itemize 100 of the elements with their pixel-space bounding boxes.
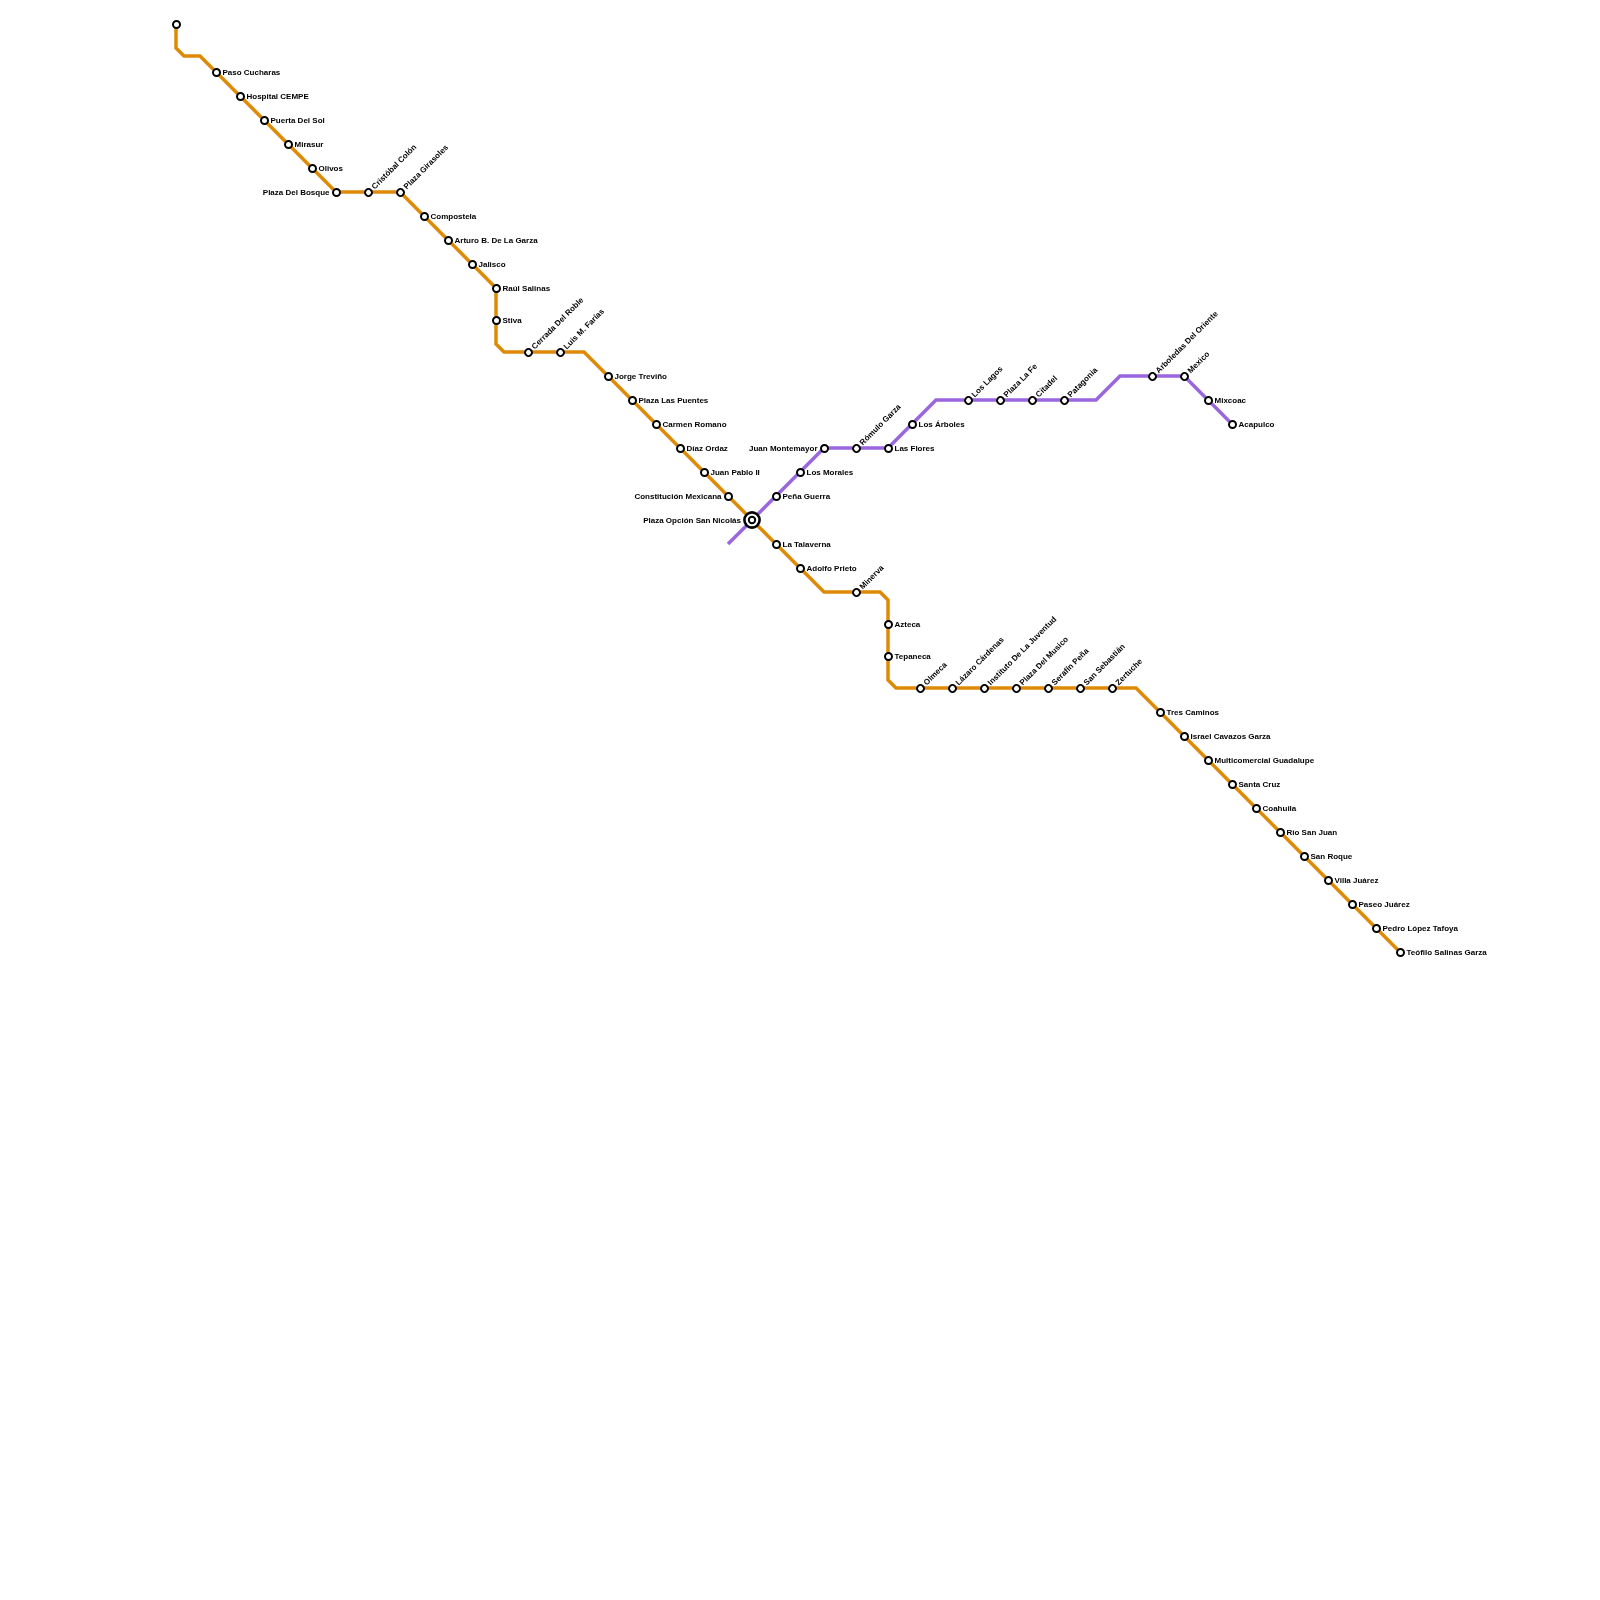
station-name: Río San Juan <box>1286 827 1338 837</box>
station-name: Carmen Romano <box>662 419 727 429</box>
track-line <box>827 446 853 450</box>
track-line <box>1305 857 1327 879</box>
station-name: La Talaverna <box>782 539 831 549</box>
station-name: Plaza Del Bosque <box>262 187 330 197</box>
station-name: Compostela <box>430 211 477 221</box>
track-line <box>1051 686 1077 690</box>
track-line <box>425 217 447 239</box>
track-line <box>371 190 397 194</box>
track-line <box>1019 686 1045 690</box>
track-line <box>1233 785 1255 807</box>
track-line <box>633 401 655 423</box>
track-line <box>1353 905 1375 927</box>
station-name: Plaza Opción San Nicolás <box>643 515 741 525</box>
station-name: Azteca <box>894 619 921 629</box>
track-line <box>681 449 703 471</box>
station-name: Mirasur <box>294 139 324 149</box>
track-line <box>1155 374 1181 378</box>
track-line <box>531 350 557 354</box>
track-line <box>609 377 631 399</box>
station-name: Los Árboles <box>918 419 965 429</box>
station-name: Juan Montemayor <box>749 443 818 453</box>
station-name: Jalisco <box>478 259 506 269</box>
track-line <box>657 425 679 447</box>
track-line <box>923 686 949 690</box>
track-line <box>889 425 911 447</box>
station-name: Santa Cruz <box>1238 779 1281 789</box>
track-line <box>313 169 335 191</box>
station-name: Arturo B. De La Garza <box>454 235 538 245</box>
station-name: Adolfo Prieto <box>806 563 857 573</box>
station-name: Teófilo Salinas Garza <box>1406 947 1487 957</box>
track-line <box>1185 377 1207 399</box>
track-line <box>1067 374 1149 402</box>
track-line <box>265 121 287 143</box>
track-line <box>1377 929 1399 951</box>
station-name: Acapulco <box>1238 419 1275 429</box>
track-line <box>401 193 423 215</box>
track-line <box>777 545 799 567</box>
station-name: Jorge Treviño <box>614 371 667 381</box>
track-line <box>756 524 775 543</box>
track-line <box>971 398 997 402</box>
track-line <box>1257 809 1279 831</box>
track-line <box>1329 881 1351 903</box>
track-line <box>756 497 775 516</box>
station-name: Los Morales <box>806 467 854 477</box>
track-line <box>1185 737 1207 759</box>
track-line <box>886 627 890 653</box>
station-name: Stiva <box>502 315 522 325</box>
station-name: Multicomercial Guadalupe <box>1214 755 1315 765</box>
station-name: Tres Caminos <box>1166 707 1219 717</box>
track-line <box>494 291 498 317</box>
track-line <box>217 73 239 95</box>
station-name: Israel Cavazos Garza <box>1190 731 1271 741</box>
track-line <box>289 145 311 167</box>
station-name: Coahuila <box>1262 803 1297 813</box>
track-line <box>473 265 495 287</box>
track-line <box>955 686 981 690</box>
track-line <box>726 524 748 546</box>
track-line <box>859 446 885 450</box>
station-name: Pedro López Tafoya <box>1382 923 1458 933</box>
track-line <box>886 659 917 690</box>
station-name: Tepaneca <box>894 651 931 661</box>
track-line <box>801 569 853 594</box>
station-name: Paso Cucharas <box>222 67 281 77</box>
track-line <box>339 190 365 194</box>
station-name: Hospital CEMPE <box>246 91 309 101</box>
track-line <box>913 398 965 423</box>
station-name: Mixcoac <box>1214 395 1247 405</box>
track-line <box>1209 401 1231 423</box>
track-line <box>1281 833 1303 855</box>
track-line <box>241 97 263 119</box>
track-line <box>705 473 727 495</box>
track-line <box>1003 398 1029 402</box>
track-line <box>563 350 607 375</box>
track-line <box>729 497 748 516</box>
station-name: Puerta Del Sol <box>270 115 325 125</box>
station-name: Plaza Las Puentes <box>638 395 709 405</box>
track-line <box>174 27 215 71</box>
station-name: Olivos <box>318 163 343 173</box>
track-line <box>1115 686 1159 711</box>
station-name: Constitución Mexicana <box>634 491 722 501</box>
track-line <box>801 449 823 471</box>
track-line <box>1161 713 1183 735</box>
station-name: Raúl Salinas <box>502 283 551 293</box>
track-line <box>987 686 1013 690</box>
track-line <box>449 241 471 263</box>
track-line <box>859 590 890 621</box>
track-line <box>494 323 525 354</box>
station-name: Juan Pablo II <box>710 467 760 477</box>
track-line <box>1083 686 1109 690</box>
track-line <box>777 473 799 495</box>
track-line <box>1209 761 1231 783</box>
station-name: Las Flores <box>894 443 935 453</box>
station-name: Villa Juárez <box>1334 875 1379 885</box>
station-name: Paseo Juárez <box>1358 899 1410 909</box>
station-name: San Roque <box>1310 851 1353 861</box>
station-name: Díaz Ordaz <box>686 443 728 453</box>
station-name: Peña Guerra <box>782 491 831 501</box>
track-line <box>1035 398 1061 402</box>
